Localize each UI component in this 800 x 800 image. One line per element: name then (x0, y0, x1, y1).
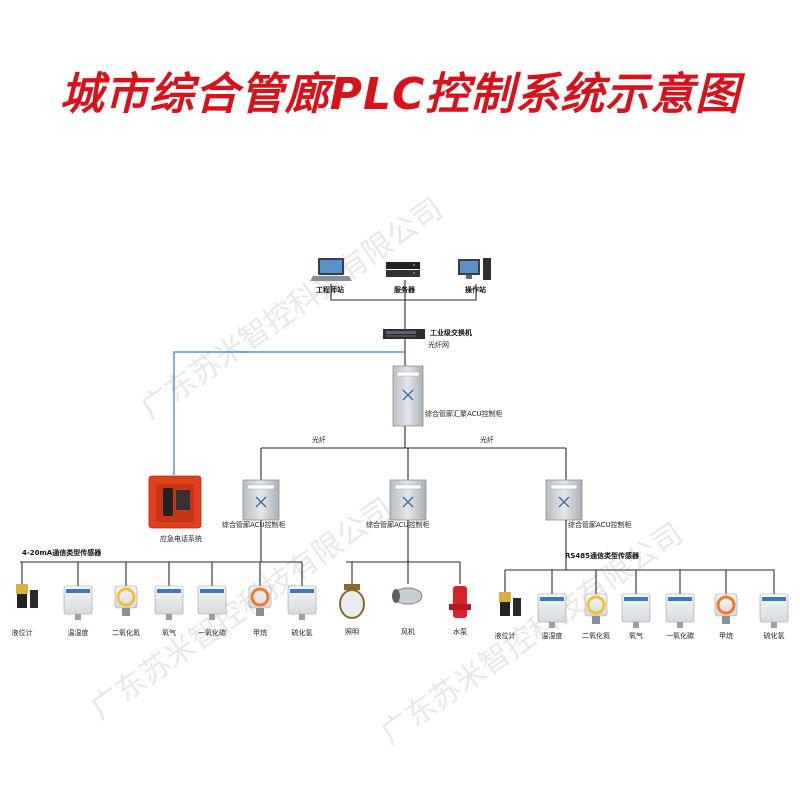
fiber-left-label: 光纤 (312, 435, 326, 444)
left-bus-label: 4-20mA通信类型传感器 (22, 548, 102, 557)
left-sensor-3-label: 氧气 (162, 628, 176, 637)
left-sensor-1-icon (63, 585, 93, 620)
engineer-station-label: 工程师站 (316, 285, 344, 294)
emergency-phone-icon (148, 475, 202, 529)
main-cabinet-icon (392, 365, 424, 427)
diagram-title: 城市综合管廊PLC控制系统示意图 (59, 69, 741, 120)
left-sensor-6-icon (287, 585, 317, 620)
right-sensor-3-icon (621, 593, 651, 628)
left-cabinet-label: 综合管廊ACU控制柜 (222, 520, 286, 529)
desktop-pc-icon (458, 258, 491, 280)
mid-device-1-label: 风机 (401, 627, 415, 636)
right-bus-label: RS485通信类型传感器 (565, 551, 640, 560)
mid-device-group: 照明 风机 水泵 (339, 562, 471, 636)
switch-label: 工业级交换机 (430, 328, 472, 337)
mid-cabinet-icon (389, 479, 427, 521)
fiber-to-phone-line (173, 351, 405, 475)
left-sensor-2-icon (114, 585, 138, 616)
right-sensor-1-icon (537, 593, 567, 628)
left-sensor-group: 液位计 温湿度 二氧化氮 氧气 一氧化碳 甲烷 硫化氢 (12, 562, 317, 637)
left-sensor-4-icon (197, 585, 227, 620)
right-sensor-4-icon (665, 593, 695, 628)
left-sensor-0-label: 液位计 (12, 628, 33, 637)
left-sensor-4-label: 一氧化碳 (198, 628, 226, 637)
left-sensor-0-icon (16, 584, 38, 608)
left-cabinet-icon (242, 479, 280, 521)
left-sensor-5-label: 甲烷 (253, 628, 267, 637)
left-sensor-3-icon (154, 585, 184, 620)
mid-device-2-label: 水泵 (453, 627, 467, 636)
right-sensor-6-icon (759, 593, 789, 628)
right-sensor-0-label: 液位计 (495, 631, 516, 640)
right-sensor-6-label: 硫化氢 (764, 631, 785, 640)
right-sensor-group: 液位计 温湿度 二氧化氮 氧气 一氧化碳 甲烷 硫化氢 (495, 570, 789, 640)
right-sensor-4-label: 一氧化碳 (666, 631, 694, 640)
mid-device-0-label: 照明 (345, 628, 359, 636)
top-bracket-line (330, 284, 477, 301)
server-icon (386, 262, 420, 277)
industrial-switch-icon (383, 329, 425, 339)
right-sensor-2-icon (584, 593, 608, 624)
laptop-icon (310, 258, 352, 281)
light-icon (339, 584, 365, 619)
fiber-right-label: 光纤 (480, 435, 494, 444)
right-sensor-2-label: 二氧化氮 (582, 631, 610, 640)
left-sensor-1-label: 温湿度 (68, 628, 89, 637)
pump-icon (449, 586, 471, 618)
right-sensor-0-icon (499, 592, 521, 616)
mid-cabinet-label: 综合管廊ACU控制柜 (366, 520, 430, 529)
emergency-phone-label: 应急电话系统 (160, 534, 202, 543)
right-sensor-5-label: 甲烷 (719, 631, 733, 640)
main-cabinet-label: 综合管廊汇聚ACU控制柜 (425, 409, 503, 418)
left-sensor-6-label: 硫化氢 (292, 628, 313, 637)
right-sensor-1-label: 温湿度 (542, 631, 563, 640)
right-sensor-5-icon (714, 593, 738, 624)
right-cabinet-icon (545, 479, 583, 521)
fan-icon (392, 587, 423, 605)
left-sensor-2-label: 二氧化氮 (112, 628, 140, 637)
right-cabinet-label: 综合管廊ACU控制柜 (568, 520, 632, 529)
fiber-net-label: 光纤网 (428, 340, 449, 349)
right-sensor-3-label: 氧气 (629, 631, 643, 640)
left-sensor-5-icon (248, 585, 272, 616)
